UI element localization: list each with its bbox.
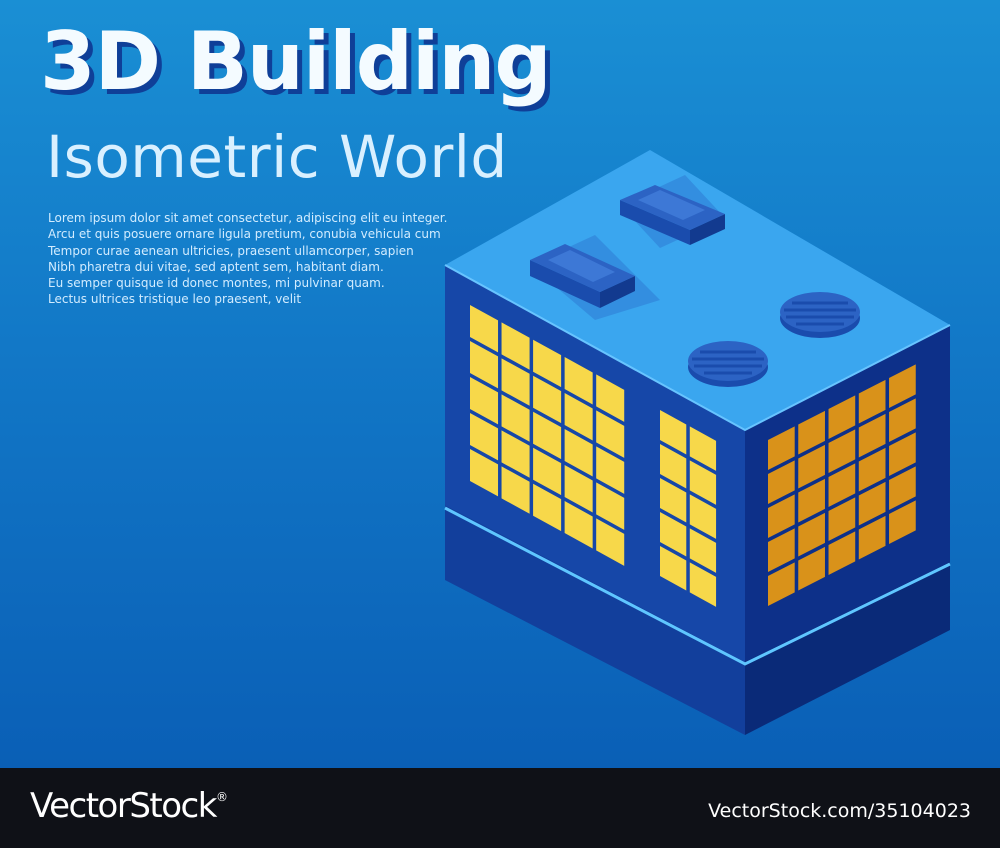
- window: [596, 374, 625, 422]
- window: [533, 375, 562, 424]
- window: [564, 393, 593, 441]
- window: [768, 460, 795, 504]
- window: [660, 512, 687, 557]
- window: [564, 465, 593, 513]
- base-front: [445, 505, 745, 735]
- window: [470, 341, 499, 389]
- roof-box-1: [620, 175, 725, 248]
- base-side: [745, 560, 950, 735]
- window: [660, 410, 687, 455]
- roof: [445, 150, 950, 430]
- window: [596, 482, 625, 530]
- window: [501, 466, 530, 514]
- body-line: Lectus ultrices tristique leo praesent, …: [48, 292, 302, 307]
- window: [889, 364, 916, 409]
- window: [564, 429, 593, 477]
- window: [689, 528, 717, 573]
- body-line: Lorem ipsum dolor sit amet consectetur, …: [48, 211, 448, 225]
- window: [533, 483, 562, 532]
- window: [501, 358, 530, 406]
- poster-subtitle: Isometric World: [46, 123, 508, 191]
- footer-bar: VectorStock® VectorStock.com/35104023: [0, 768, 1000, 848]
- window: [660, 478, 687, 523]
- stock-id: VectorStock.com/35104023: [708, 800, 971, 822]
- window: [798, 546, 825, 591]
- window: [828, 497, 856, 542]
- window: [533, 447, 562, 496]
- window: [470, 413, 499, 461]
- window: [660, 546, 687, 591]
- window: [689, 460, 717, 505]
- brand-name: VectorStock: [30, 786, 217, 826]
- window: [768, 494, 795, 538]
- front-windows-right: [660, 410, 717, 607]
- window: [596, 446, 625, 494]
- window: [470, 305, 499, 353]
- window: [501, 394, 530, 442]
- window: [564, 357, 593, 405]
- window: [889, 398, 916, 443]
- side-windows: [768, 364, 916, 606]
- window: [798, 410, 825, 455]
- window: [768, 562, 795, 606]
- window: [501, 430, 530, 478]
- window: [501, 322, 530, 370]
- building-illustration: [444, 150, 951, 735]
- window: [828, 429, 856, 474]
- window: [798, 512, 825, 557]
- window: [828, 531, 856, 576]
- window: [533, 339, 562, 388]
- window: [533, 411, 562, 460]
- window: [564, 501, 593, 549]
- roof-edge: [444, 264, 951, 432]
- window: [470, 377, 499, 425]
- accent-stripe: [444, 506, 951, 666]
- window: [660, 444, 687, 489]
- body-line: Arcu et quis posuere ornare ligula preti…: [48, 227, 441, 242]
- window: [858, 413, 886, 458]
- window: [689, 426, 717, 471]
- window: [689, 494, 717, 539]
- roof-vent-2: [688, 341, 768, 387]
- body-line: Nibh pharetra dui vitae, sed aptent sem,…: [48, 259, 384, 274]
- roof-vent-1: [780, 292, 860, 338]
- window: [858, 481, 886, 526]
- window: [689, 562, 717, 607]
- window: [596, 410, 625, 458]
- window: [889, 466, 916, 511]
- window: [889, 500, 916, 545]
- body-text: Lorem ipsum dolor sit amet consectetur, …: [48, 210, 478, 308]
- window: [889, 432, 916, 477]
- registered-mark: ®: [215, 790, 228, 804]
- body-line: Eu semper quisque id donec montes, mi pu…: [48, 276, 385, 291]
- poster-scene: 3D Building Isometric World Lorem ipsum …: [0, 0, 1000, 768]
- window: [768, 426, 795, 470]
- front-windows-left: [470, 305, 625, 566]
- window: [596, 518, 625, 566]
- body-line: Tempor curae aenean ultricies, praesent …: [48, 243, 414, 258]
- window: [798, 478, 825, 523]
- window: [858, 515, 886, 560]
- poster-title: 3D Building: [40, 15, 552, 108]
- window: [858, 447, 886, 492]
- vectorstock-logo: VectorStock®: [30, 786, 228, 826]
- window: [828, 463, 856, 508]
- window: [768, 528, 795, 572]
- window: [470, 449, 499, 497]
- window: [798, 444, 825, 489]
- roof-box-2: [530, 235, 660, 320]
- window: [858, 379, 886, 424]
- window: [828, 395, 856, 440]
